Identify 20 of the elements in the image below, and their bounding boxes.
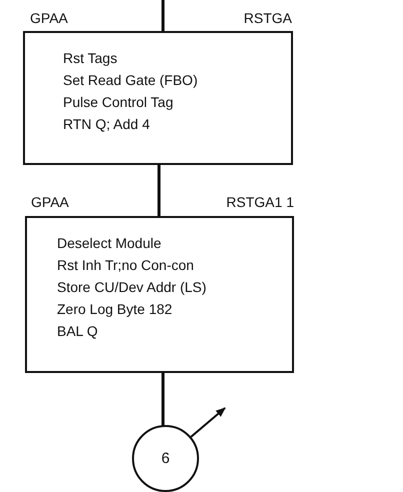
arrow [190, 407, 226, 438]
flow-line [158, 164, 160, 217]
step-text: Set Read Gate (FBO) [63, 71, 199, 90]
process-box [23, 31, 293, 165]
routine-label: RSTGA1 1 [226, 194, 294, 210]
routine-label: RSTGA [244, 10, 292, 26]
step-text: Pulse Control Tag [63, 93, 174, 112]
flow-line [162, 372, 164, 426]
step-text: BAL Q [57, 322, 99, 341]
step-text: Rst Inh Tr;no Con-con [57, 256, 195, 275]
process-box [25, 216, 294, 373]
step-text: Zero Log Byte 182 [57, 300, 174, 319]
step-text: RTN Q; Add 4 [63, 115, 151, 134]
module-label: GPAA [31, 194, 69, 210]
step-text: Deselect Module [57, 234, 162, 253]
connector-number: 6 [161, 450, 170, 467]
module-label: GPAA [30, 10, 68, 26]
step-text: Store CU/Dev Addr (LS) [57, 278, 208, 297]
flow-line [162, 0, 164, 32]
step-text: Rst Tags [63, 49, 118, 68]
